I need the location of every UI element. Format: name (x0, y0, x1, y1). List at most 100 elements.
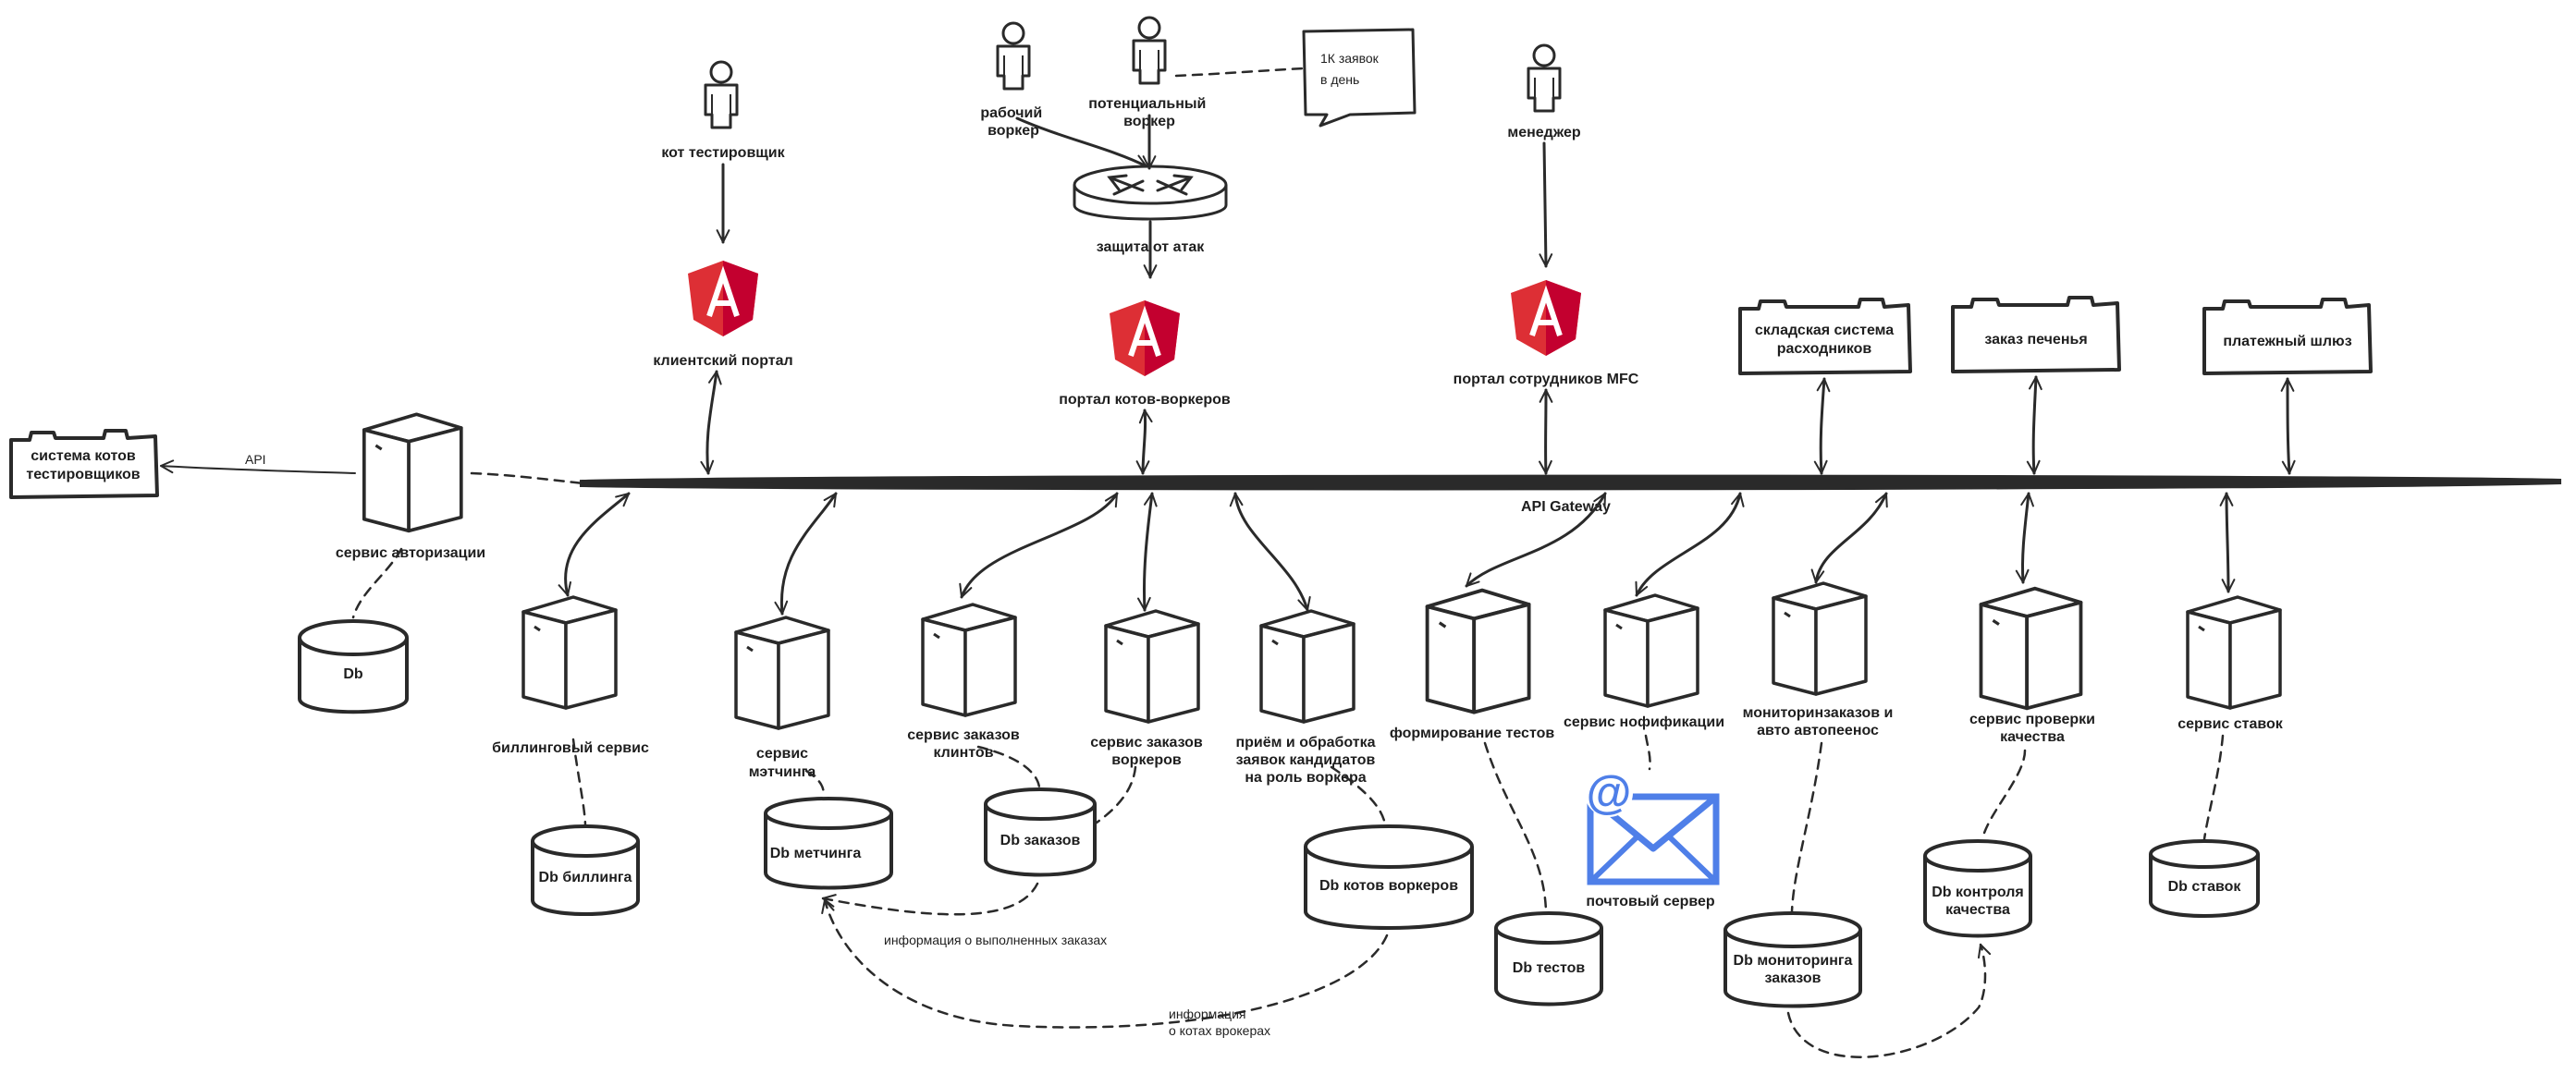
db-monitoring: Db мониторинга заказов (1723, 911, 1862, 1008)
client-portal-label: клиентский портал (653, 353, 792, 369)
actor-tester-label: кот тестировщик (661, 145, 785, 161)
server-icon (2186, 595, 2282, 710)
mail-server: @ почтовый сервер (1585, 766, 1720, 909)
db-quality-label-l1: Db контроля (1932, 885, 2024, 900)
api-label: API (245, 452, 266, 467)
actor-worker-label: рабочий воркер (980, 105, 1046, 139)
edge-auth-gateway (470, 471, 586, 485)
angular-icon (1511, 280, 1581, 356)
payment-gateway-label: платежный шлюз (2223, 334, 2351, 349)
person-icon (704, 60, 739, 129)
at-symbol-icon: @ (1587, 766, 1632, 818)
edge-manager-to-staff-portal (1539, 141, 1553, 268)
edge-bids-db (2202, 734, 2225, 841)
service-client-orders: сервис заказов клинтов (907, 603, 1020, 761)
service-quality: сервис проверки качества (1969, 586, 2095, 745)
edge-monitoring-gateway (1810, 492, 1888, 584)
db-monitoring-label-l1: Db мониторинга (1734, 953, 1853, 969)
service-billing-label: биллинговый сервис (492, 740, 649, 756)
db-tests-label: Db тестов (1513, 960, 1586, 976)
actor-manager: менеджер (1507, 43, 1581, 140)
staff-portal: портал сотрудников MFC (1454, 280, 1639, 387)
api-gateway-bus (580, 474, 2562, 491)
angular-icon (688, 261, 758, 336)
db-bids-label: Db ставок (2168, 879, 2242, 895)
service-client-orders-label-l2: клинтов (933, 745, 993, 761)
server-icon (1772, 581, 1868, 696)
service-matching: сервис мэтчинга (734, 616, 830, 780)
actor-worker-label-l2: воркер (987, 123, 1039, 139)
warehouse-label-l2: расходников (1777, 341, 1872, 357)
worker-portal: портал котов-воркеров (1059, 300, 1231, 408)
edge-auth-db (351, 547, 403, 619)
edge-billing-db (571, 738, 587, 826)
tester-system-label-l2: тестировщиков (26, 467, 140, 482)
callout-requests: 1К заявок в день (1302, 28, 1417, 128)
db-auth-label: Db (343, 666, 363, 682)
db-matching-label: Db метчинга (770, 846, 862, 861)
warehouse-label-l1: складская система (1755, 323, 1894, 338)
edge-tests-gateway (1465, 492, 1607, 588)
db-auth: Db (298, 619, 409, 714)
server-icon (1603, 593, 1699, 708)
service-applications: приём и обработка заявок кандидатов на р… (1235, 609, 1376, 786)
staff-portal-label: портал сотрудников MFC (1454, 372, 1639, 387)
service-matching-label-l2: мэтчинга (749, 764, 816, 780)
db-billing-label: Db биллинга (539, 870, 632, 885)
db-matching: Db метчинга (764, 797, 893, 890)
service-auth: сервис авторизации (336, 412, 485, 561)
edge-billing-gateway (558, 492, 631, 597)
callout-line-1: 1К заявок (1320, 51, 1380, 66)
service-applications-label-l3: на роль воркера (1245, 770, 1366, 786)
db-quality: Db контроля качества (1923, 839, 2032, 938)
server-icon (734, 616, 830, 730)
annotation-worker-info-l2: о котах врокерах (1169, 1023, 1270, 1038)
service-tests-label: формирование тестов (1390, 726, 1555, 741)
external-payment-gateway: платежный шлюз (2202, 298, 2373, 375)
edge-matching-db (804, 769, 825, 799)
db-bids: Db ставок (2149, 839, 2260, 918)
router-arrows-icon (1107, 174, 1194, 196)
person-icon (1132, 16, 1167, 85)
service-notifications: сервис нофификации (1564, 593, 1724, 730)
service-monitoring-label-l2: авто автопеенос (1757, 723, 1879, 738)
edge-worker-portal-gateway (1135, 409, 1153, 475)
service-worker-orders: сервис заказов воркеров (1090, 609, 1203, 768)
edge-worker-orders-db (1095, 765, 1137, 824)
edge-client-orders-gateway (959, 492, 1119, 599)
actor-potential: потенциальный воркер (1088, 16, 1206, 129)
server-icon (1259, 609, 1355, 724)
callout-line-2: в день (1320, 72, 1359, 87)
service-quality-label-l1: сервис проверки (1969, 712, 2095, 727)
edge-notifications-gateway (1635, 492, 1745, 597)
person-icon (1527, 43, 1562, 113)
cookie-order-label: заказ печенья (1984, 332, 2087, 348)
router-attack-protection: защита от атак (1073, 165, 1228, 255)
edge-worker-to-router (1015, 116, 1148, 168)
annotation-completed-orders: информация о выполненных заказах (884, 933, 1107, 947)
service-bids: сервис ставок (2177, 595, 2284, 732)
actor-worker: рабочий воркер (980, 21, 1046, 139)
tester-system-label-l1: система котов (31, 448, 136, 464)
edge-orders-to-matching-db (821, 882, 1039, 916)
db-billing: Db биллинга (531, 824, 640, 916)
edge-quality-gateway (2015, 492, 2034, 584)
edge-cookies-gateway (2026, 375, 2042, 475)
db-workers-label: Db котов воркеров (1319, 878, 1458, 894)
worker-portal-label: портал котов-воркеров (1059, 392, 1231, 408)
service-quality-label-l2: качества (2000, 729, 2065, 745)
service-notifications-label: сервис нофификации (1564, 714, 1724, 730)
service-applications-label-l2: заявок кандидатов (1236, 752, 1376, 768)
mail-server-label: почтовый сервер (1586, 894, 1715, 909)
actor-tester: кот тестировщик (661, 60, 786, 161)
service-monitoring-label-l1: мониторинзаказов и (1743, 705, 1894, 721)
edge-auth-to-tester-system (160, 459, 356, 474)
callout-connector (1174, 67, 1306, 78)
service-bids-label: сервис ставок (2177, 716, 2284, 732)
db-orders-label: Db заказов (1000, 833, 1081, 848)
server-icon (1425, 588, 1531, 714)
actor-worker-label-l1: рабочий (980, 105, 1042, 121)
service-auth-label: сервис авторизации (336, 545, 485, 561)
service-monitoring: мониторинзаказов и авто автопеенос (1743, 581, 1894, 738)
edge-client-orders-db (976, 745, 1041, 789)
